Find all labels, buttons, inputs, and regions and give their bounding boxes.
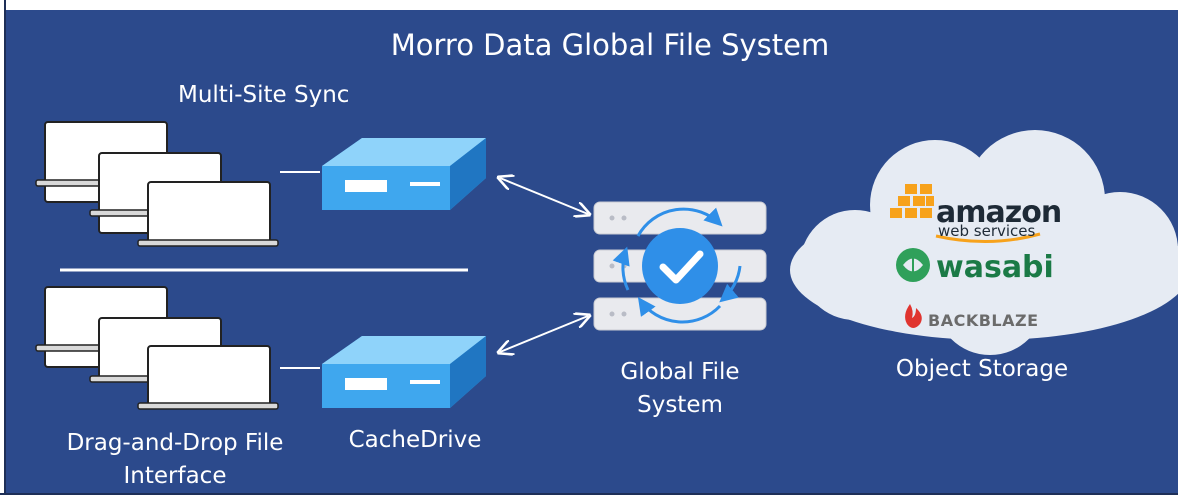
left-border [0,0,6,495]
backblaze-flame-icon [905,304,922,328]
sync-arc-top [636,207,723,237]
sync-arc-left [612,246,630,291]
aws-cubes-icon [890,184,1041,244]
cachedrive-device-icon [322,336,486,408]
aws-subtitle-text: web services [938,222,1036,240]
wasabi-logo-icon [896,248,930,282]
drag-and-drop-label: Drag-and-Drop File Interface [66,430,284,489]
backblaze-logo-text: BACKBLAZE [928,311,1039,330]
amazon-logo-text: amazon [936,195,1062,230]
cachedrive-label: CacheDrive [348,427,482,453]
top-border [0,0,1178,10]
bottom-border [0,493,1178,495]
sync-arrow-top [500,178,588,214]
object-storage-label: Object Storage [895,356,1069,382]
checkmark-icon [642,228,718,304]
multi-site-sync-label: Multi-Site Sync [178,82,350,108]
global-file-system-label: Global File System [620,359,740,418]
cloud-icon [790,130,1178,355]
laptop-group-bottom [35,286,279,410]
sync-arc-right [719,265,742,303]
sync-arrow-bottom [500,316,588,352]
wasabi-logo-text: wasabi [936,250,1054,285]
laptop-icon [137,345,279,410]
laptop-icon [137,181,279,247]
laptop-group-top [35,121,279,247]
diagram-title: Morro Data Global File System [390,28,830,62]
sync-arc-bottom [637,297,722,324]
cachedrive-device-icon [322,138,486,210]
